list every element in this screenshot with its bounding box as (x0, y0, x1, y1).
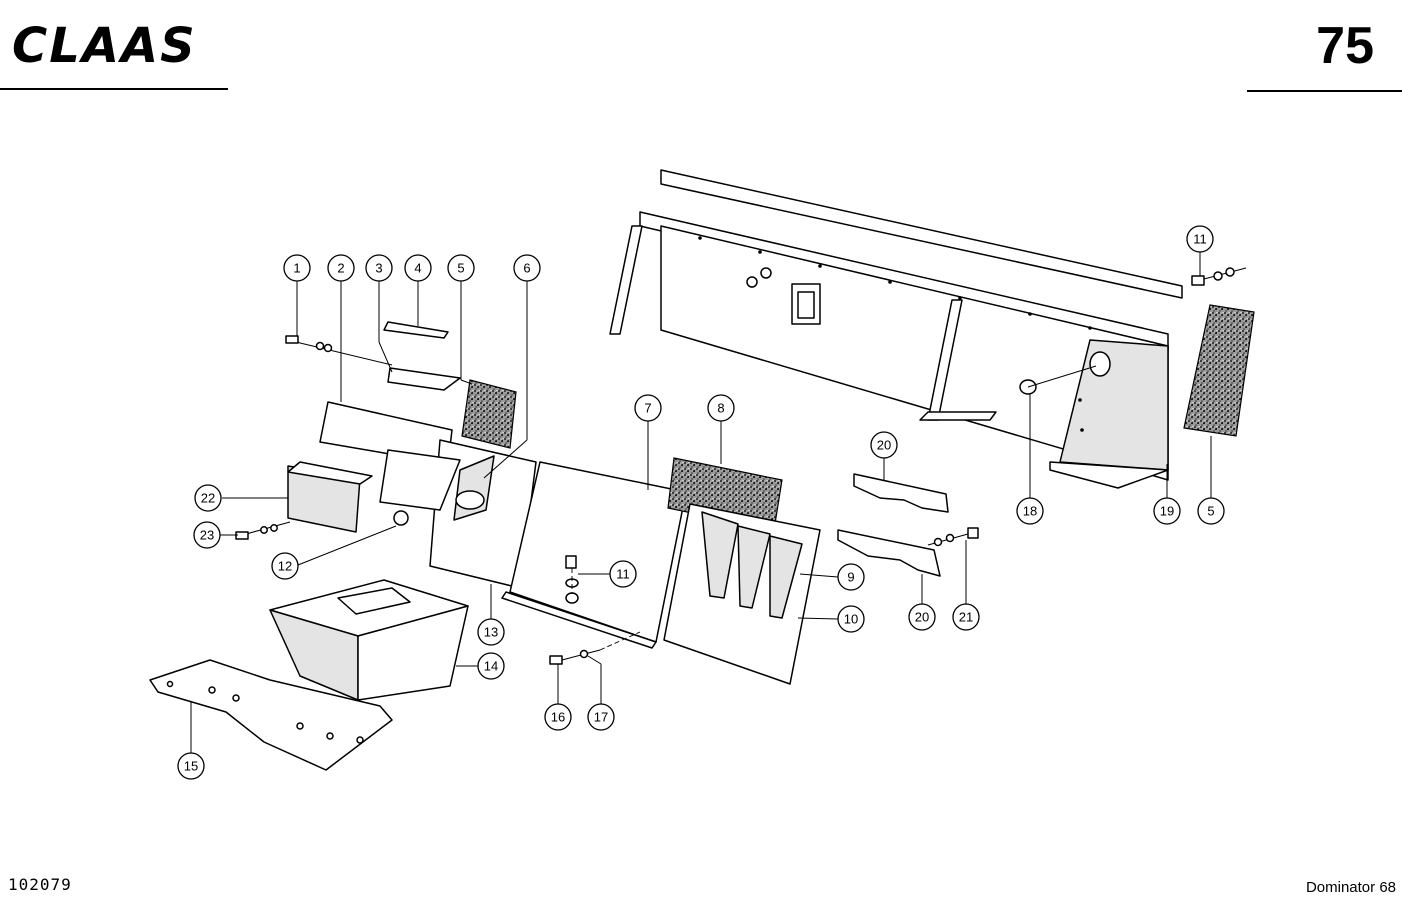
strip-4 (383, 321, 449, 339)
rear-panel (660, 225, 1169, 481)
callout-label: 14 (484, 659, 498, 674)
panel-12 (379, 449, 461, 511)
rail-holes (698, 236, 1092, 432)
callout-3: 3 (365, 254, 393, 282)
bracket-3 (387, 367, 461, 391)
bolt-16 (549, 655, 563, 665)
bolt-1 (285, 335, 299, 344)
callout-label: 11 (616, 567, 630, 582)
callout-11-right: 11 (1186, 225, 1214, 253)
panel-hole (746, 276, 758, 288)
plate-7-flange (501, 591, 657, 649)
callout-21: 21 (952, 603, 980, 631)
hopper-opening (337, 587, 411, 615)
callout-label: 13 (484, 625, 498, 640)
clamp-20-upper (853, 473, 949, 513)
callout-label: 9 (847, 570, 854, 585)
callout-1: 1 (283, 254, 311, 282)
washer-17 (579, 649, 589, 659)
callout-11-center: 11 (609, 560, 637, 588)
callout-label: 8 (717, 401, 724, 416)
plug-socket (1089, 351, 1111, 377)
callout-7: 7 (634, 394, 662, 422)
callout-label: 20 (877, 438, 891, 453)
callout-label: 7 (644, 401, 651, 416)
callout-label: 17 (594, 710, 608, 725)
callout-label: 15 (184, 759, 198, 774)
seal-strip-right (1183, 304, 1255, 437)
callout-13: 13 (477, 618, 505, 646)
rail-leg-left (609, 225, 643, 335)
callout-label: 10 (844, 612, 858, 627)
cover-plate-2 (319, 401, 453, 465)
cones-9 (701, 511, 803, 619)
callout-label: 16 (551, 710, 565, 725)
callout-label: 19 (1160, 504, 1174, 519)
callout-23: 23 (193, 521, 221, 549)
bolt-11-center (565, 555, 577, 569)
callout-17: 17 (587, 703, 615, 731)
callout-4: 4 (404, 254, 432, 282)
side-box-foot (1049, 461, 1169, 489)
header-rule-right (1247, 90, 1402, 92)
callout-10: 10 (837, 605, 865, 633)
callout-label: 6 (523, 261, 530, 276)
claas-logo-lettering: CLAAS (12, 18, 197, 68)
drawing-number: 102079 (8, 875, 72, 894)
callout-label: 12 (278, 559, 292, 574)
rail-foot-middle (919, 411, 997, 421)
callout-22: 22 (194, 484, 222, 512)
top-rail (660, 169, 1183, 299)
callout-label: 3 (375, 261, 382, 276)
callout-label: 11 (1193, 232, 1207, 247)
callout-18: 18 (1016, 497, 1044, 525)
callout-label: 18 (1023, 504, 1037, 519)
callout-12: 12 (271, 552, 299, 580)
callout-label: 20 (915, 610, 929, 625)
leader-lines (190, 252, 1212, 753)
callout-label: 1 (293, 261, 300, 276)
panel-hole (760, 267, 772, 279)
callout-label: 2 (337, 261, 344, 276)
callout-label: 4 (414, 261, 421, 276)
callout-5-left: 5 (447, 254, 475, 282)
callout-label: 22 (201, 491, 215, 506)
model-name: Dominator 68 (1305, 879, 1396, 896)
box-22-lid (287, 461, 373, 485)
callout-label: 5 (457, 261, 464, 276)
hopper-side (357, 605, 469, 701)
callout-9: 9 (837, 563, 865, 591)
callout-label: 23 (200, 528, 214, 543)
callout-20-lower: 20 (908, 603, 936, 631)
header-rule-left (0, 88, 228, 90)
callout-15: 15 (177, 752, 205, 780)
base-plate-holes (166, 680, 364, 744)
callout-6: 6 (513, 254, 541, 282)
knob-12 (393, 510, 409, 526)
rear-panel-assembly (609, 169, 1183, 489)
callout-label: 21 (959, 610, 973, 625)
chute-nozzle (455, 490, 485, 510)
callout-19: 19 (1153, 497, 1181, 525)
clamp-20-lower (837, 529, 941, 577)
callout-8: 8 (707, 394, 735, 422)
claas-logo: CLAAS (12, 18, 197, 68)
callout-16: 16 (544, 703, 572, 731)
plate-7 (509, 461, 687, 643)
callout-14: 14 (477, 652, 505, 680)
bolt-21 (967, 527, 979, 539)
callout-label: 5 (1207, 504, 1214, 519)
callout-20-upper: 20 (870, 431, 898, 459)
seal-strip-5-left (461, 379, 517, 449)
page-number: 75 (1316, 17, 1374, 75)
nut-11 (565, 592, 579, 604)
callout-5-right: 5 (1197, 497, 1225, 525)
callout-2: 2 (327, 254, 355, 282)
bolt-11-right (1191, 267, 1247, 286)
panel-window-inner (797, 291, 815, 319)
